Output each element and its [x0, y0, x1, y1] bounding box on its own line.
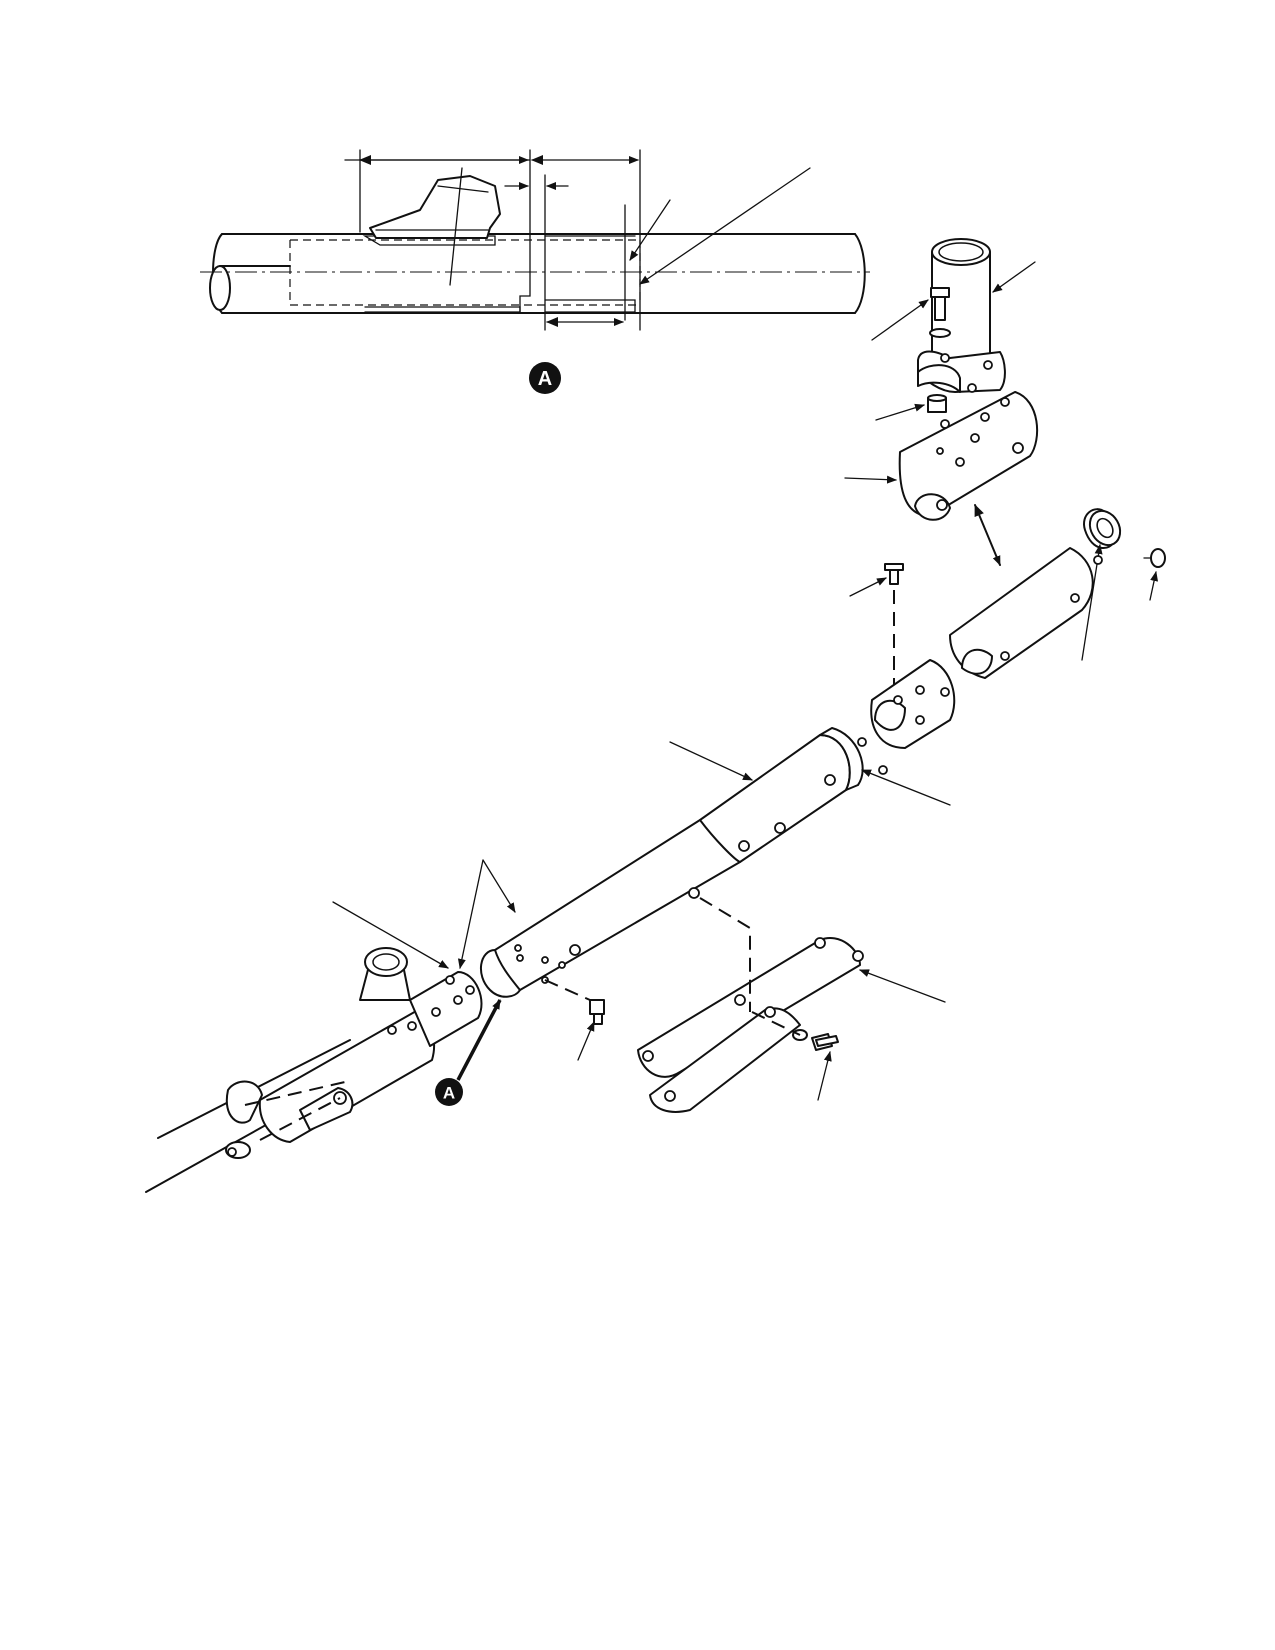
detail-callout-badge	[529, 362, 561, 394]
nut-part	[875, 394, 947, 421]
lower-bolts	[544, 979, 839, 1051]
short-coupling	[870, 659, 956, 749]
lower-half-shells	[637, 897, 864, 1113]
end-ring-and-cap	[1081, 508, 1166, 661]
long-sleeve	[949, 547, 1103, 679]
left-fitting-assembly	[145, 947, 483, 1193]
leader-lines	[332, 741, 951, 1101]
view-a-reference-callout: A	[435, 1078, 463, 1106]
main-tube-assembly	[480, 727, 888, 998]
tee-socket-fitting	[871, 238, 1036, 393]
saddle-sleeve	[844, 391, 1039, 521]
view-reference-letter: A	[443, 1084, 455, 1103]
detail-a-section-view	[200, 149, 870, 331]
detail-callout-letter: A	[538, 368, 552, 390]
assembly-direction-arrow	[974, 504, 1001, 566]
detail-a-callout: A	[529, 362, 561, 394]
top-screw	[849, 563, 904, 690]
view-reference-badge	[435, 1078, 463, 1106]
